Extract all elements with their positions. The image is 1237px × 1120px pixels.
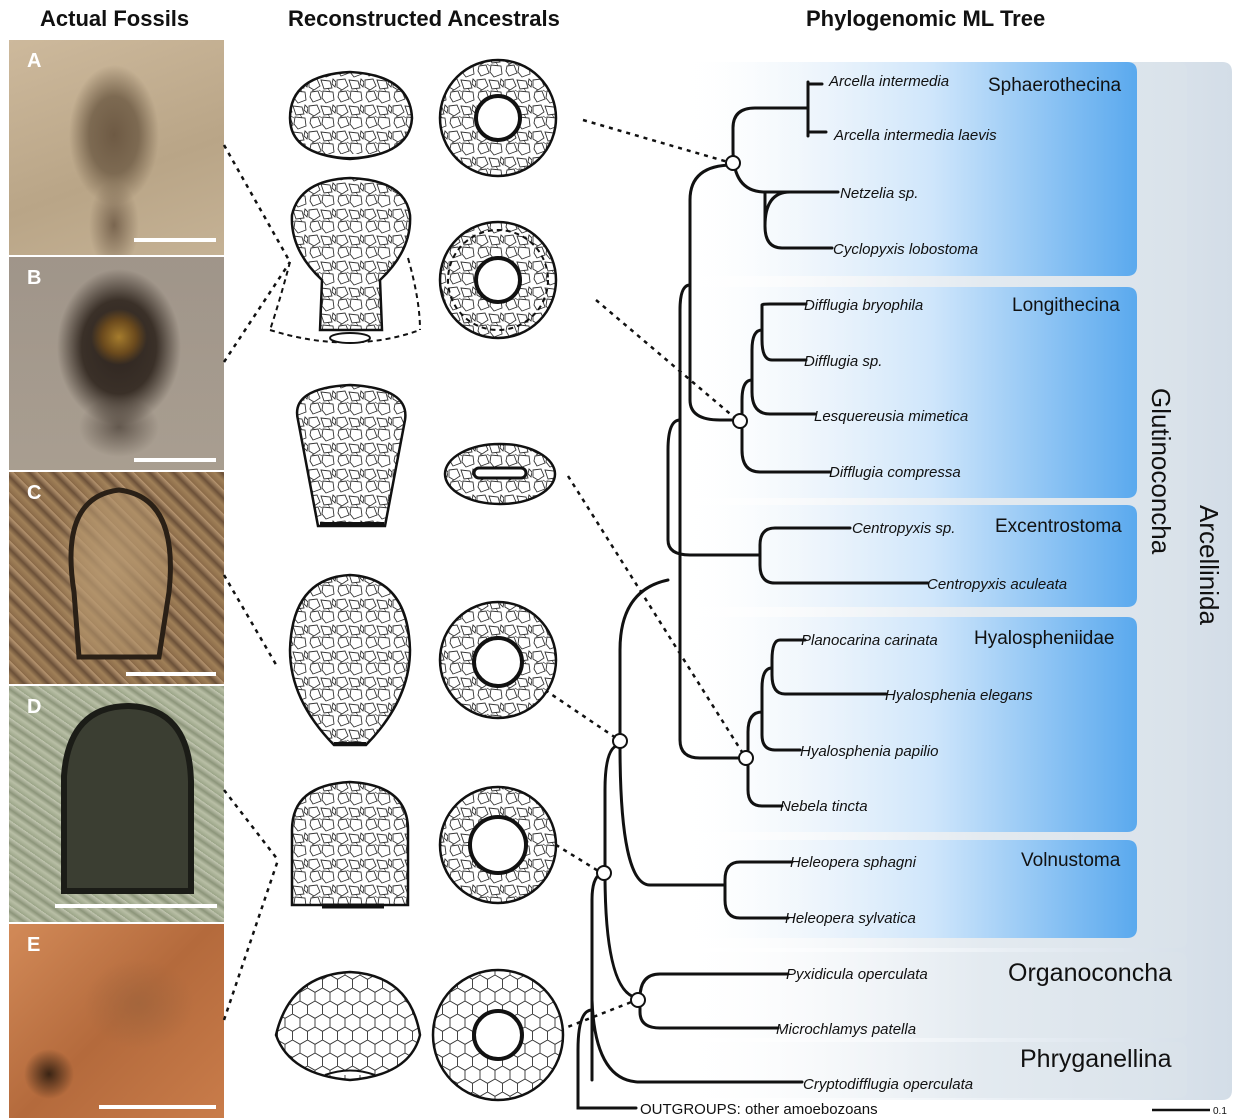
branch-scale-label: 0.1: [1213, 1106, 1227, 1117]
ancestral-2-side: [292, 178, 410, 330]
taxon-label: Nebela tincta: [780, 798, 868, 815]
node-sphaerothecina: [726, 156, 740, 170]
taxon-label: Difflugia compressa: [829, 464, 961, 481]
taxon-label: Centropyxis aculeata: [927, 576, 1067, 593]
taxon-label: Difflugia sp.: [804, 353, 882, 370]
ancestral-3-side: [297, 385, 405, 526]
taxon-label: Difflugia bryophila: [804, 297, 923, 314]
ancestral-drawings: [270, 60, 563, 1100]
clade-label-glutinoconcha: Glutinoconcha: [1146, 388, 1176, 555]
taxon-label: Netzelia sp.: [840, 185, 918, 202]
taxon-label: Heleopera sylvatica: [785, 910, 916, 927]
clade-label-organoconcha: Organoconcha: [1008, 959, 1172, 987]
node-arcellinida: [597, 866, 611, 880]
taxon-label: Arcella intermedia: [828, 73, 949, 90]
taxon-label: Pyxidicula operculata: [786, 966, 928, 983]
ancestral-2-top: [440, 222, 556, 338]
ancestral-6-side: [276, 972, 420, 1080]
node-organoconcha: [631, 993, 645, 1007]
taxon-label: Hyalosphenia elegans: [885, 687, 1033, 704]
ancestral-5-side: [292, 782, 408, 905]
ancestral-3-top: [445, 444, 555, 504]
ancestral-1-side: [290, 72, 412, 159]
taxon-label: Cyclopyxis lobostoma: [833, 241, 978, 258]
clade-label-phryganellina: Phryganellina: [1020, 1045, 1172, 1073]
node-hyalospheniidae: [739, 751, 753, 765]
node-longithecina: [733, 414, 747, 428]
ancestral-4-top: [440, 602, 556, 718]
clade-label-longithecina: Longithecina: [1012, 295, 1120, 316]
taxon-label-outgroups: OUTGROUPS: other amoebozoans: [640, 1101, 878, 1118]
taxon-label: Heleopera sphagni: [790, 854, 917, 871]
clade-label-sphaerothecina: Sphaerothecina: [988, 75, 1122, 96]
clade-label-hyalospheniidae: Hyalospheniidae: [974, 628, 1115, 649]
ancestral-1-top: [440, 60, 556, 176]
ancestral-4-side: [290, 575, 410, 745]
branch-scale: 0.1: [1152, 1106, 1227, 1117]
ancestral-5-top: [440, 787, 556, 903]
ancestral-6-top: [433, 970, 563, 1100]
taxon-label: Lesquereusia mimetica: [814, 408, 968, 425]
taxon-label: Cryptodifflugia operculata: [803, 1076, 973, 1093]
taxon-label: Planocarina carinata: [801, 632, 938, 649]
taxon-label: Microchlamys patella: [776, 1021, 916, 1038]
clade-label-excentrostoma: Excentrostoma: [995, 516, 1122, 537]
clade-label-volnustoma: Volnustoma: [1021, 850, 1121, 871]
taxon-label: Arcella intermedia laevis: [833, 127, 997, 144]
taxon-label: Centropyxis sp.: [852, 520, 955, 537]
taxon-label: Hyalosphenia papilio: [800, 743, 938, 760]
clade-label-arcellinida: Arcellinida: [1194, 505, 1224, 625]
